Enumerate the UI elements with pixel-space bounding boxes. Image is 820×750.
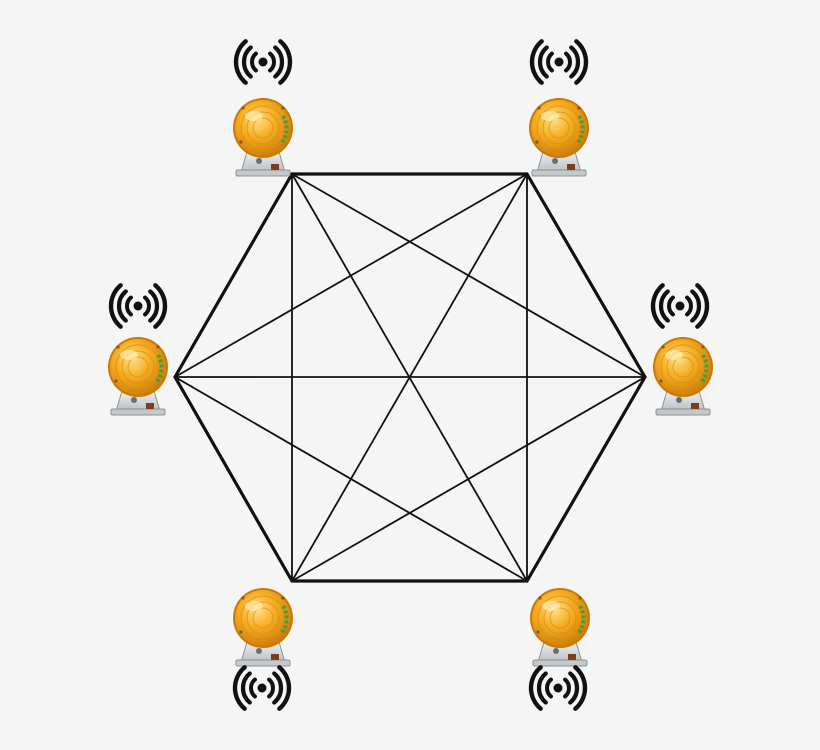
network-node-right <box>650 283 713 416</box>
diagonal-link <box>291 376 646 582</box>
network-node-top-left <box>233 39 293 177</box>
hexagon-edge <box>525 172 647 379</box>
network-node-bottom-right <box>528 588 590 711</box>
wireless-signal-icon <box>108 283 168 329</box>
diagonal-link <box>174 376 528 582</box>
wireless-signal-icon <box>529 39 589 85</box>
network-links <box>173 172 647 583</box>
warning-beacon-light-icon <box>529 98 589 177</box>
wireless-signal-icon <box>232 665 292 711</box>
diagonal-link <box>174 173 528 378</box>
wireless-signal-icon <box>233 39 293 85</box>
network-node-left <box>108 283 168 416</box>
hexagon-edge <box>525 375 647 583</box>
warning-beacon-light-icon <box>233 98 293 177</box>
warning-beacon-light-icon <box>530 588 590 667</box>
hexagon-edge <box>173 172 294 379</box>
network-node-bottom-left <box>232 588 293 711</box>
network-node-top-right <box>529 39 589 177</box>
wireless-signal-icon <box>528 665 588 711</box>
warning-beacon-light-icon <box>108 337 168 416</box>
warning-beacon-light-icon <box>653 337 713 416</box>
hexagon-edge <box>173 375 294 583</box>
network-nodes <box>108 39 713 711</box>
wireless-signal-icon <box>650 283 710 329</box>
warning-beacon-light-icon <box>233 588 293 667</box>
